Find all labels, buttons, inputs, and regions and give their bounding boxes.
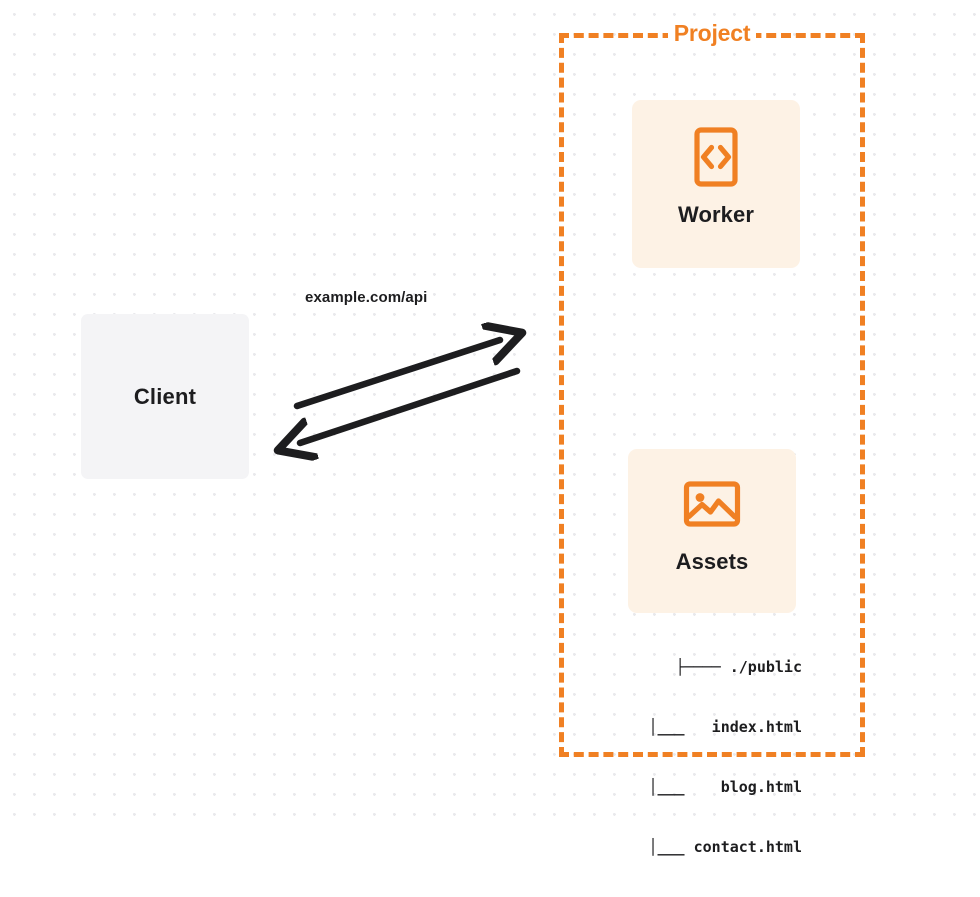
diagram-canvas: Client example.com/api Project Worker bbox=[0, 0, 980, 856]
image-icon bbox=[683, 481, 741, 527]
file-tree-row-root: ├──── ./public bbox=[675, 658, 802, 676]
edge-response-arrow bbox=[300, 367, 521, 443]
code-brackets-icon bbox=[694, 127, 738, 187]
file-tree-row-contact: │___ contact.html bbox=[639, 838, 802, 856]
node-client-label: Client bbox=[133, 383, 197, 409]
node-worker-label: Worker bbox=[678, 202, 754, 227]
file-tree-row-index: │___ index.html bbox=[639, 718, 802, 736]
edge-request-arrow bbox=[293, 340, 500, 410]
file-tree-row-blog: │___ blog.html bbox=[639, 778, 802, 796]
node-worker[interactable]: Worker bbox=[632, 100, 800, 268]
assets-file-tree: ├──── ./public │___ index.html │___ blog… bbox=[606, 617, 802, 897]
edge-request-label: example.com/api bbox=[305, 289, 428, 306]
node-assets-label: Assets bbox=[675, 549, 749, 574]
node-assets[interactable]: Assets bbox=[628, 449, 796, 613]
node-client[interactable]: Client bbox=[81, 314, 249, 479]
